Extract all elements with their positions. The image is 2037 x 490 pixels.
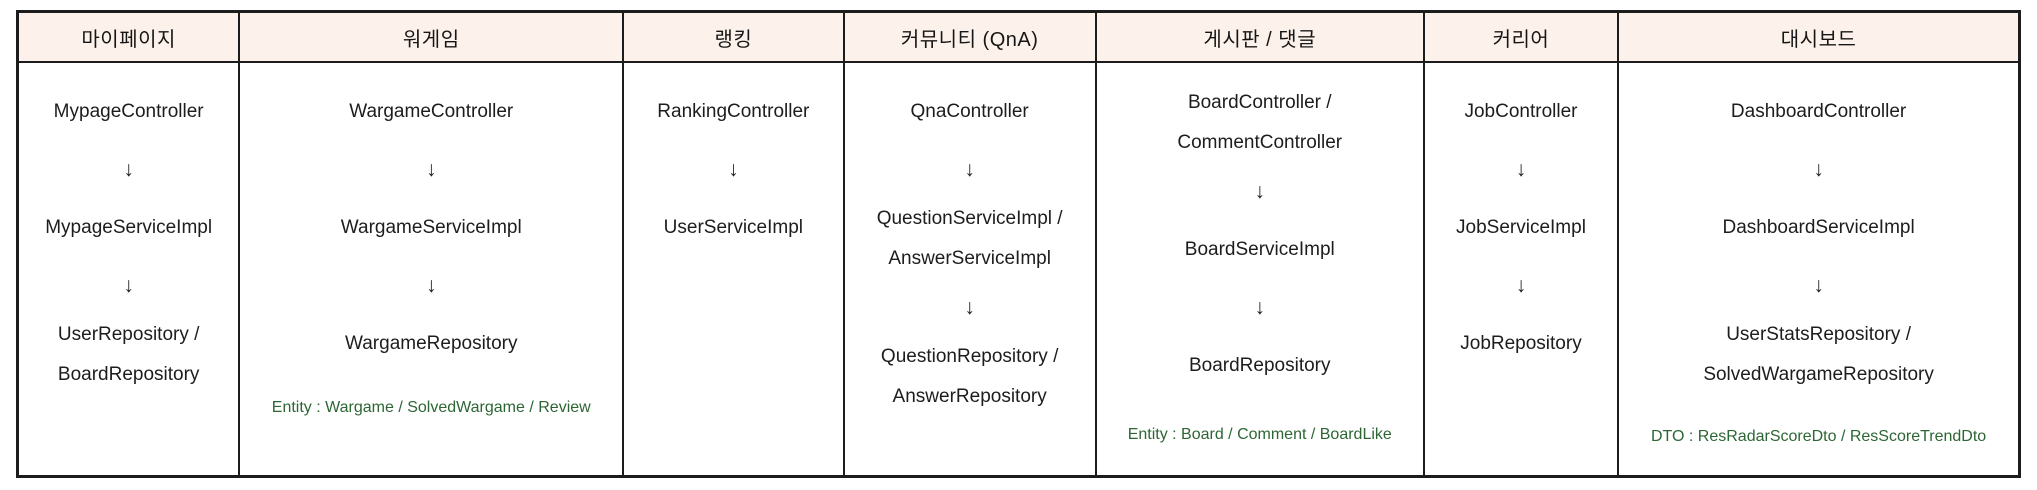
class-name-group: BoardController / CommentController — [1177, 83, 1342, 163]
column-header-wargame: 워게임 — [240, 13, 625, 63]
down-arrow-icon: ↓ — [1515, 274, 1527, 297]
class-name-group: UserRepository / BoardRepository — [58, 315, 200, 395]
class-name: JobServiceImpl — [1456, 217, 1586, 238]
dto-annotation: DTO : ResRadarScoreDto / ResScoreTrendDt… — [1650, 428, 1987, 445]
column-header-label: 랭킹 — [714, 28, 753, 51]
column-header-label: 마이페이지 — [81, 28, 176, 51]
class-name: RankingController — [657, 101, 810, 122]
column-body-ranking: RankingController ↓ UserServiceImpl — [624, 63, 845, 475]
class-name-group: UserStatsRepository / SolvedWargameReposi… — [1703, 315, 1934, 395]
class-name: JobRepository — [1460, 333, 1582, 354]
class-name-group: QuestionRepository / AnswerRepository — [881, 337, 1058, 417]
class-name: CommentController — [1177, 132, 1343, 153]
class-name: QnaController — [910, 101, 1029, 122]
class-name: AnswerServiceImpl — [888, 248, 1051, 269]
down-arrow-icon: ↓ — [123, 158, 134, 181]
entity-annotation: Entity : Board / Comment / BoardLike — [1127, 426, 1392, 443]
class-name: UserRepository / — [57, 324, 200, 345]
column-header-mypage: 마이페이지 — [19, 13, 241, 63]
column-body-wargame: WargameController ↓ WargameServiceImpl ↓ War… — [240, 63, 625, 475]
down-arrow-icon: ↓ — [1254, 296, 1266, 319]
class-name: SolvedWargameRepository — [1703, 364, 1934, 385]
down-arrow-icon: ↓ — [1515, 158, 1527, 181]
down-arrow-icon: ↓ — [728, 158, 739, 181]
class-name: MypageServiceImpl — [45, 217, 213, 238]
down-arrow-icon: ↓ — [1254, 180, 1266, 203]
class-name: QuestionServiceImpl / — [876, 208, 1063, 229]
class-name: BoardController / — [1187, 92, 1332, 113]
entity-annotation: Entity : Wargame / SolvedWargame / Revie… — [271, 399, 591, 416]
class-name-group: QuestionServiceImpl / AnswerServiceImpl — [877, 199, 1063, 279]
column-body-board: BoardController / CommentController ↓ Board… — [1096, 63, 1425, 475]
column-body-dashboard: DashboardController ↓ DashboardServiceImpl… — [1619, 63, 2018, 475]
column-header-label: 워게임 — [402, 28, 460, 51]
column-header-qna: 커뮤니티 (QnA) — [844, 13, 1097, 63]
down-arrow-icon: ↓ — [123, 274, 134, 297]
class-name: JobController — [1464, 101, 1578, 122]
column-header-ranking: 랭킹 — [624, 13, 845, 63]
class-name: MypageController — [53, 101, 204, 122]
column-header-dashboard: 대시보드 — [1619, 13, 2018, 63]
column-header-label: 커리어 — [1492, 28, 1550, 51]
column-header-career: 커리어 — [1424, 13, 1620, 63]
class-name: BoardRepository — [1188, 355, 1331, 376]
column-body-career: JobController ↓ JobServiceImpl ↓ JobReposito… — [1424, 63, 1620, 475]
class-name: DashboardServiceImpl — [1722, 217, 1915, 238]
column-header-label: 커뮤니티 (QnA) — [900, 28, 1039, 51]
column-header-label: 대시보드 — [1780, 28, 1857, 51]
column-body-mypage: MypageController ↓ MypageServiceImpl ↓ UserR… — [19, 63, 241, 475]
down-arrow-icon: ↓ — [1813, 274, 1824, 297]
down-arrow-icon: ↓ — [964, 296, 975, 319]
column-header-label: 게시판 / 댓글 — [1203, 28, 1317, 51]
down-arrow-icon: ↓ — [426, 274, 437, 297]
class-name: WargameServiceImpl — [340, 217, 522, 238]
class-name: QuestionRepository / — [880, 346, 1059, 367]
class-name: BoardRepository — [57, 364, 200, 385]
column-body-qna: QnaController ↓ QuestionServiceImpl / Answe… — [844, 63, 1097, 475]
class-name: WargameController — [349, 101, 514, 122]
class-name: AnswerRepository — [892, 386, 1047, 407]
down-arrow-icon: ↓ — [964, 158, 975, 181]
class-name: DashboardController — [1730, 101, 1907, 122]
class-name: UserServiceImpl — [663, 217, 804, 238]
architecture-table: 마이페이지 워게임 랭킹 커뮤니티 (QnA) 게시판 / 댓글 커리어 대시보드 Mypag… — [16, 10, 2021, 478]
column-header-board: 게시판 / 댓글 — [1096, 13, 1425, 63]
class-name: UserStatsRepository / — [1726, 324, 1911, 345]
class-name: WargameRepository — [345, 333, 518, 354]
down-arrow-icon: ↓ — [1813, 158, 1824, 181]
class-name: BoardServiceImpl — [1184, 239, 1335, 260]
down-arrow-icon: ↓ — [426, 158, 437, 181]
